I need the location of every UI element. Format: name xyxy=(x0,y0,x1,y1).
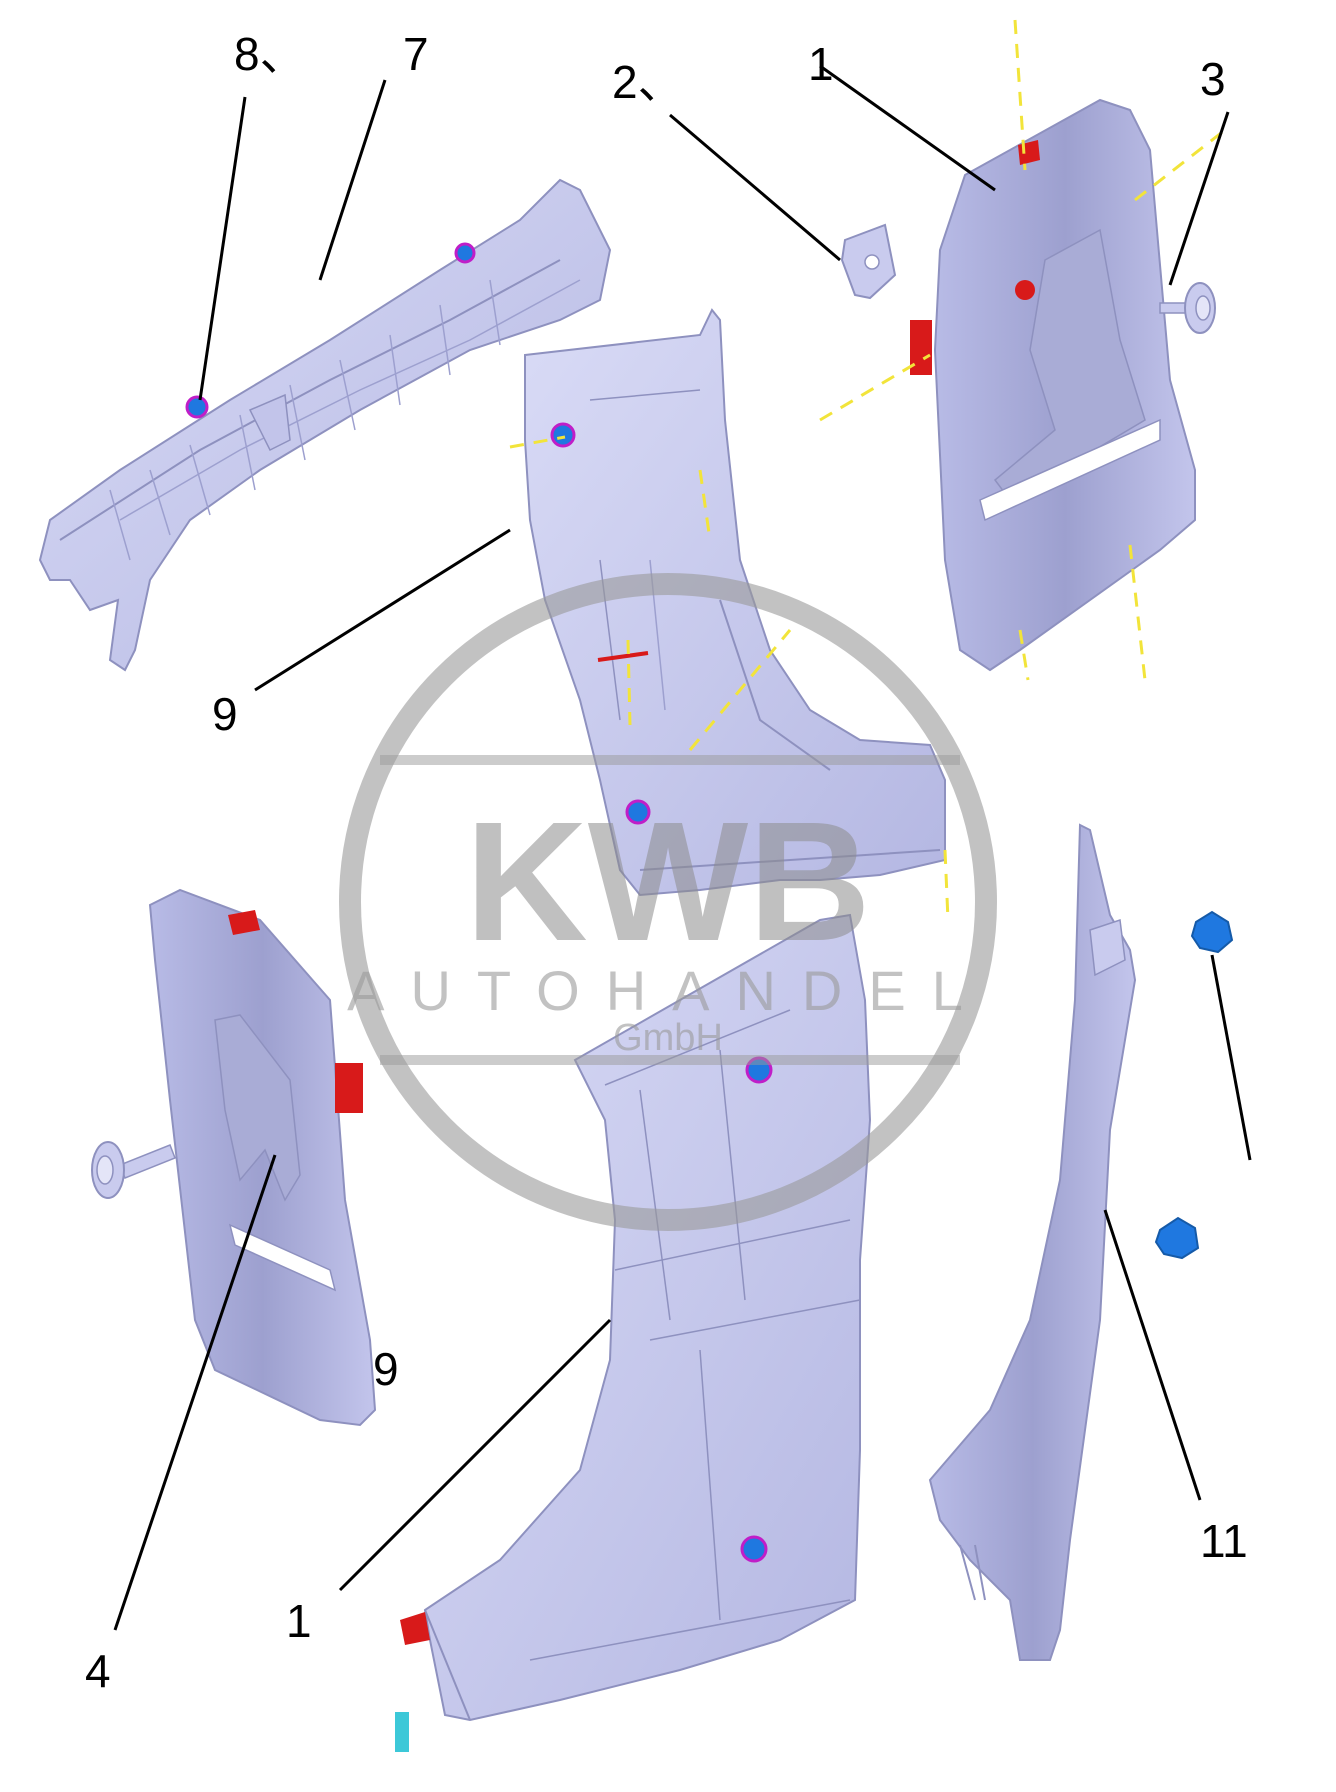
clip-11-upper-icon xyxy=(1190,910,1234,954)
leader-9a xyxy=(254,528,511,692)
part-4-red-clip xyxy=(335,1063,363,1113)
part-3-red-clip xyxy=(910,320,932,375)
callout-9-side: 9 xyxy=(373,1343,399,1395)
part-2-clip xyxy=(840,223,897,300)
clip-8b-icon xyxy=(454,242,476,264)
watermark-line2: AUTOHANDEL xyxy=(347,959,989,1022)
leader-1b xyxy=(338,1318,612,1592)
leader-8 xyxy=(198,96,247,401)
part-9-red-marker xyxy=(597,651,649,662)
leader-7 xyxy=(318,79,387,281)
clip-9-bottom-icon xyxy=(625,799,651,825)
part-3-red-hole xyxy=(1015,280,1035,300)
callout-2: 2、 xyxy=(612,56,684,108)
part-3-screw-icon xyxy=(1159,282,1216,334)
clip-9-top-icon xyxy=(550,422,576,448)
part-11-pillar xyxy=(928,823,1137,1661)
watermark: KWB AUTOHANDEL GmbH xyxy=(339,573,997,1231)
clip-8-icon xyxy=(185,395,209,419)
clip-11-lower-icon xyxy=(1154,1216,1200,1260)
part-4-screw-icon xyxy=(91,1141,176,1199)
part-7-ribs xyxy=(109,279,501,561)
callout-9-top: 9 xyxy=(212,688,238,740)
callout-11: 11 xyxy=(1200,1515,1248,1567)
callout-1-bottom: 1 xyxy=(286,1595,312,1647)
clip-1-bottom-icon xyxy=(740,1535,768,1563)
part-1-cyan-clip xyxy=(395,1712,409,1752)
callout-4: 4 xyxy=(85,1645,111,1697)
leader-11 xyxy=(1103,1209,1202,1501)
leader-4 xyxy=(113,1154,277,1631)
part-1-seams xyxy=(529,1009,861,1661)
callouts: 8、 7 2、 1 3 9 9 4 1 11 xyxy=(85,28,1248,1697)
leader-lines xyxy=(113,64,1252,1631)
part-7-bracket xyxy=(248,393,291,452)
callout-7: 7 xyxy=(403,28,429,80)
part-4-slot xyxy=(228,1223,337,1292)
leader-11b xyxy=(1210,954,1252,1161)
callout-1-top: 1 xyxy=(808,38,834,90)
part-3-right-panel xyxy=(910,98,1216,672)
watermark-brand: KWB xyxy=(465,787,871,977)
callout-8: 8、 xyxy=(234,28,306,80)
callout-3: 3 xyxy=(1200,53,1226,105)
leader-2 xyxy=(669,113,841,262)
part-4-red-tab xyxy=(228,910,260,935)
leader-3 xyxy=(1168,111,1230,286)
leader-1a xyxy=(819,64,996,192)
part-3-slot xyxy=(979,418,1161,522)
part-1-red-tab xyxy=(400,1612,430,1645)
watermark-ring xyxy=(339,573,997,1231)
part-1-lower-trim xyxy=(395,913,872,1752)
watermark-line3: GmbH xyxy=(613,1017,723,1059)
part-7-upper-trim xyxy=(38,178,612,672)
axis-lines xyxy=(509,19,1226,921)
part-4-left-panel xyxy=(91,888,377,1427)
